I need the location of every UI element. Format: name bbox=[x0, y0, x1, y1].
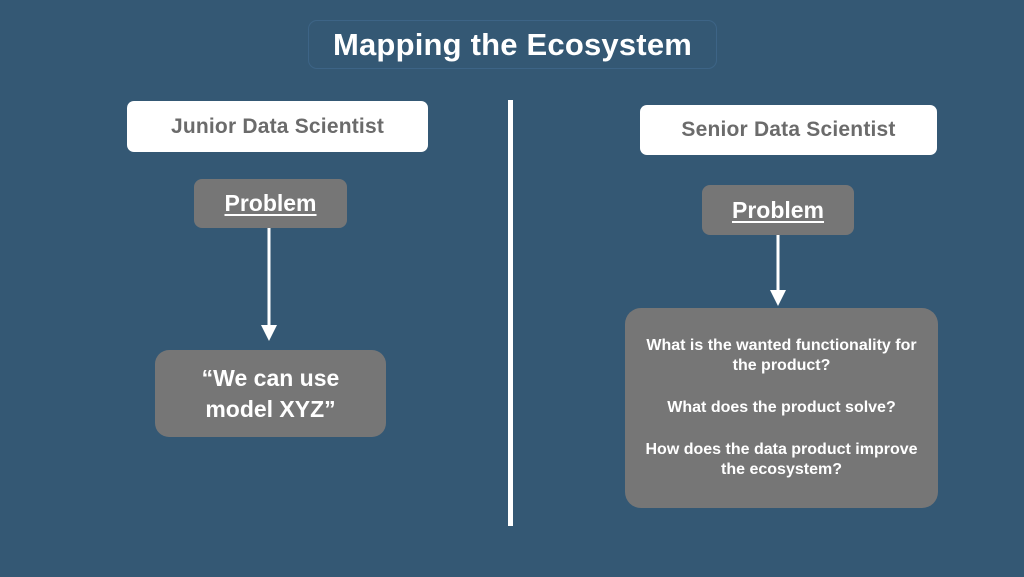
answer-box-senior: What is the wanted functionality for the… bbox=[625, 308, 938, 508]
question-line: What does the product solve? bbox=[667, 399, 896, 416]
problem-box-junior: Problem bbox=[194, 179, 347, 228]
problem-label-senior: Problem bbox=[731, 196, 825, 223]
problem-label-junior: Problem bbox=[224, 190, 317, 216]
question-line: What is the wanted functionality for the… bbox=[646, 337, 917, 374]
title-box: Mapping the Ecosystem bbox=[308, 20, 717, 69]
role-pill-senior: Senior Data Scientist bbox=[640, 105, 937, 155]
question-line: How does the data product improve the ec… bbox=[645, 441, 918, 478]
down-arrow-icon-senior bbox=[770, 235, 786, 306]
role-label-junior: Junior Data Scientist bbox=[170, 114, 385, 138]
page-title: Mapping the Ecosystem bbox=[332, 27, 693, 62]
problem-box-senior: Problem bbox=[702, 185, 854, 235]
vertical-separator bbox=[508, 100, 513, 526]
answer-box-junior: “We can use model XYZ” bbox=[155, 350, 386, 437]
role-pill-junior: Junior Data Scientist bbox=[127, 101, 428, 152]
answer-line: “We can use bbox=[201, 365, 340, 392]
answer-text-junior: “We can use model XYZ” bbox=[192, 363, 350, 424]
answer-line: model XYZ” bbox=[205, 395, 336, 422]
role-label-senior: Senior Data Scientist bbox=[681, 118, 896, 141]
down-arrow-icon-junior bbox=[261, 228, 277, 341]
